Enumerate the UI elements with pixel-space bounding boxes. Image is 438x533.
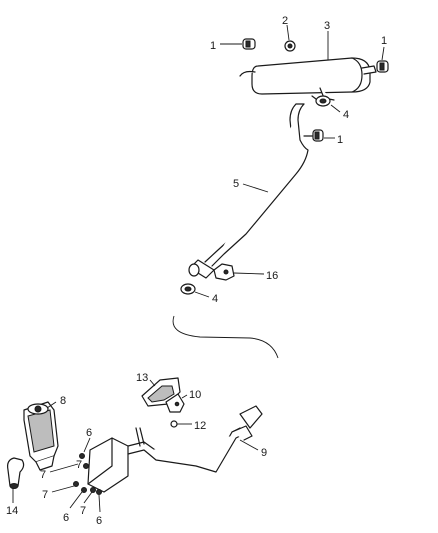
support-bracket [165,393,185,413]
callout-2: 2 [282,15,288,27]
leader-lines [12,24,385,513]
callout-7: 7 [80,505,86,517]
hanger-isolator-upper-left [242,38,256,50]
callout-4: 4 [212,293,218,305]
flex-pipe [7,457,25,489]
muffler [239,57,377,101]
clamp-lower [180,283,196,295]
callout-7: 7 [76,459,82,471]
callout-labels: 1 2 3 1 4 1 5 16 4 13 10 8 12 6 9 7 7 7 … [6,15,387,527]
callout-6: 6 [86,427,92,439]
catalytic-converter [23,401,59,471]
callout-1: 1 [337,134,343,146]
callout-12: 12 [194,420,206,432]
clamp-upper [311,95,331,107]
callout-1: 1 [381,35,387,47]
callout-6: 6 [63,512,69,524]
hanger-bracket [213,263,235,281]
flange-nuts-washers [73,453,102,495]
callout-8: 8 [60,395,66,407]
callout-6: 6 [96,515,102,527]
callout-9: 9 [261,447,267,459]
intermediate-pipe [188,103,309,279]
bolt [170,420,178,428]
callout-7: 7 [40,469,46,481]
callout-3: 3 [324,20,330,32]
callout-13: 13 [136,372,148,384]
callout-7: 7 [42,489,48,501]
callout-10: 10 [189,389,201,401]
callout-14: 14 [6,505,18,517]
front-pipe-resonator [87,405,263,493]
section-divider [172,315,279,359]
callout-1: 1 [210,40,216,52]
callout-4: 4 [343,109,349,121]
callout-5: 5 [233,178,239,190]
hanger-isolator-upper-right [376,60,389,73]
hanger-isolator-middle [303,129,324,142]
callout-16: 16 [266,270,278,282]
hanger-nut [284,40,296,52]
